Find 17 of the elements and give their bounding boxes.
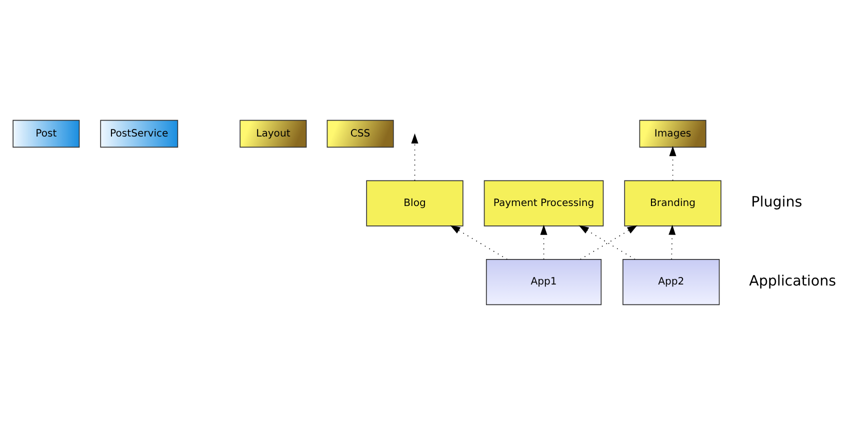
node-box: Branding (624, 180, 722, 226)
label: Applications (749, 272, 836, 289)
node-box: CSS (326, 119, 394, 148)
node-box: PostService (100, 119, 178, 148)
arrow (540, 224, 548, 260)
node-box: App1 (486, 258, 602, 305)
node-box: Layout (240, 119, 307, 148)
arrow (450, 224, 508, 260)
label: Plugins (751, 194, 802, 210)
node-box: Payment Processing (484, 180, 604, 226)
arrow (669, 146, 676, 181)
arrow (668, 224, 676, 260)
node-box: App2 (622, 258, 720, 305)
arrow (411, 132, 418, 181)
node-box: Post (12, 119, 80, 148)
node-box: Images (639, 119, 706, 148)
node-box: Blog (366, 180, 464, 226)
